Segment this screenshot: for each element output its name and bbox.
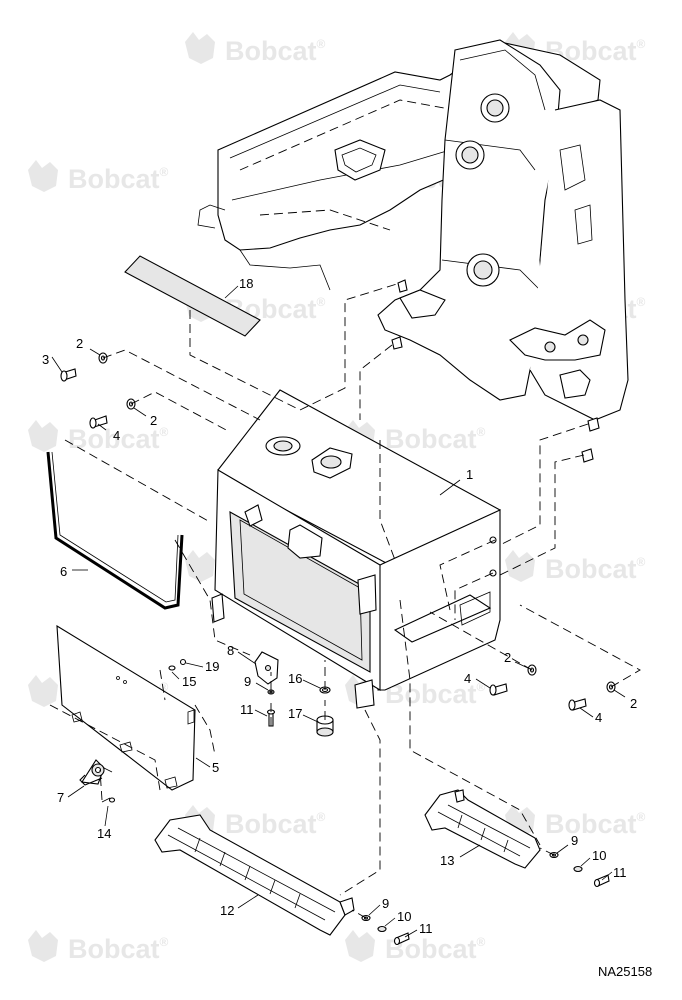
watermark-logo: Bobcat® [28, 160, 169, 194]
hardware-center [266, 686, 334, 737]
svg-text:Bobcat®: Bobcat® [225, 36, 326, 66]
hardware-plate-fasteners [101, 658, 187, 803]
latch-part-7 [79, 759, 113, 786]
bracket-part-8 [254, 651, 279, 685]
callout-1: 1 [466, 467, 473, 482]
fuel-tank-part-1 [211, 389, 501, 709]
watermark-mark-text: ® [160, 680, 169, 694]
leader-lines [51, 285, 626, 938]
watermark-mark-text: ® [317, 810, 326, 824]
watermark-logo: Bobcat® [28, 930, 169, 964]
watermark-mark-text: ® [317, 37, 326, 51]
callout-9: 9 [571, 833, 578, 848]
callout-4: 4 [113, 428, 120, 443]
callout-labels: 18 2 3 4 2 1 6 8 19 15 9 16 11 17 5 7 14… [42, 276, 637, 936]
svg-text:Bobcat®: Bobcat® [225, 809, 326, 839]
callout-8: 8 [227, 643, 234, 658]
watermark-mark-text: ® [160, 935, 169, 949]
svg-text:Bobcat®: Bobcat® [545, 554, 646, 584]
document-id: NA25158 [598, 964, 652, 979]
svg-text:Bobcat®: Bobcat® [68, 164, 169, 194]
watermark-brand-text: Bobcat [68, 424, 160, 454]
callout-2: 2 [150, 413, 157, 428]
watermark-mark-text: ® [160, 165, 169, 179]
callout-10: 10 [397, 909, 411, 924]
callout-3: 3 [42, 352, 49, 367]
watermark-mark-text: ® [637, 37, 646, 51]
watermark-logo: Bobcat® [345, 930, 486, 964]
watermark-mark-text: ® [477, 935, 486, 949]
callout-16: 16 [288, 671, 302, 686]
assembly-lines [49, 282, 641, 919]
watermark-brand-text: Bobcat [545, 554, 637, 584]
callout-4: 4 [595, 710, 602, 725]
watermark-brand-text: Bobcat [385, 424, 477, 454]
callout-7: 7 [57, 790, 64, 805]
callout-6: 6 [60, 564, 67, 579]
callout-2: 2 [630, 696, 637, 711]
watermark-mark-text: ® [477, 425, 486, 439]
callout-9: 9 [244, 674, 251, 689]
callout-19: 19 [205, 659, 219, 674]
svg-text:Bobcat®: Bobcat® [545, 36, 646, 66]
hardware-upper-left [60, 352, 136, 429]
watermark-brand-text: Bobcat [68, 164, 160, 194]
svg-text:Bobcat®: Bobcat® [68, 934, 169, 964]
svg-text:Bobcat®: Bobcat® [68, 424, 169, 454]
callout-9: 9 [382, 896, 389, 911]
decal-part-18 [124, 255, 261, 337]
cover-plate-part-5 [56, 624, 196, 791]
svg-text:Bobcat®: Bobcat® [385, 679, 486, 709]
watermark-mark-text: ® [637, 555, 646, 569]
watermark-logo: Bobcat® [28, 420, 169, 454]
seal-part-6 [46, 451, 184, 610]
watermark-mark-text: ® [160, 425, 169, 439]
watermark-brand-text: Bobcat [68, 934, 160, 964]
watermark-mark-text: ® [317, 295, 326, 309]
watermark-mark-text: ® [637, 295, 646, 309]
callout-5: 5 [212, 760, 219, 775]
callout-2: 2 [76, 336, 83, 351]
watermark-brand-text: Bobcat [385, 679, 477, 709]
svg-text:Bobcat®: Bobcat® [545, 809, 646, 839]
watermark-mark-text: ® [477, 680, 486, 694]
callout-18: 18 [239, 276, 253, 291]
callout-11: 11 [419, 921, 433, 936]
callout-17: 17 [288, 706, 302, 721]
callout-13: 13 [440, 853, 454, 868]
svg-text:Bobcat®: Bobcat® [385, 424, 486, 454]
hardware-right [489, 664, 616, 711]
callout-14: 14 [97, 826, 111, 841]
callout-12: 12 [220, 903, 234, 918]
callout-4: 4 [464, 671, 471, 686]
callout-11: 11 [613, 865, 627, 880]
watermark-brand-text: Bobcat [545, 809, 637, 839]
watermark-logo: Bobcat® [185, 32, 326, 66]
watermark-brand-text: Bobcat [225, 809, 317, 839]
callout-2: 2 [504, 650, 511, 665]
step-part-12 [154, 814, 355, 936]
callout-10: 10 [592, 848, 606, 863]
watermark-mark-text: ® [637, 810, 646, 824]
machine-frame [197, 39, 629, 463]
callout-15: 15 [182, 674, 196, 689]
step-part-13 [424, 789, 541, 869]
watermark-brand-text: Bobcat [225, 36, 317, 66]
watermark-logo: Bobcat® [505, 550, 646, 584]
callout-11: 11 [240, 702, 254, 717]
